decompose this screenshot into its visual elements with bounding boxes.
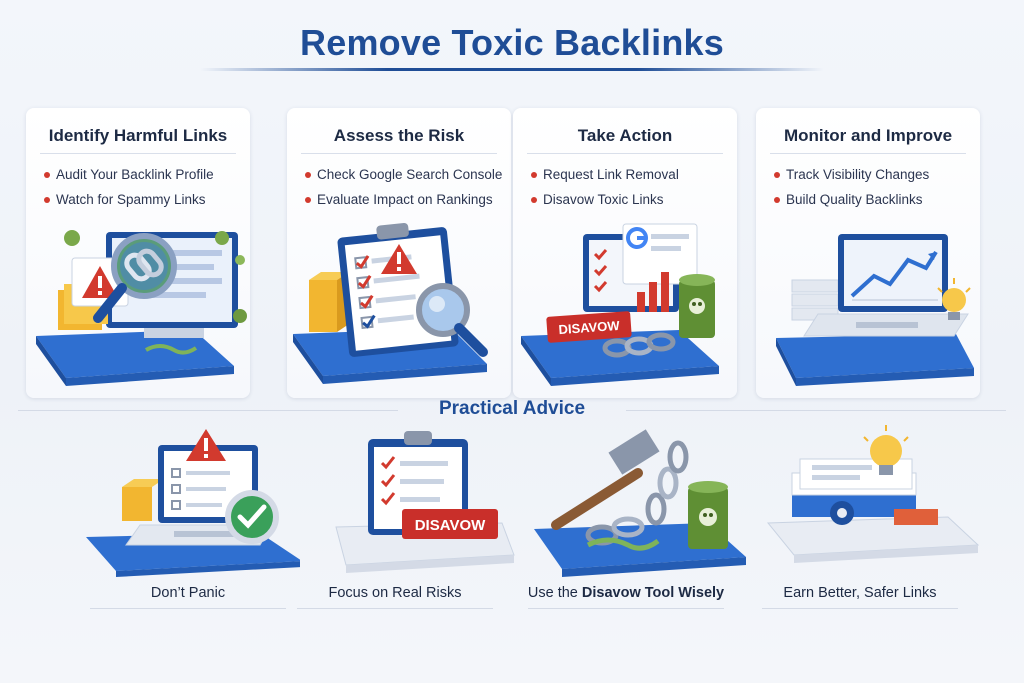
broken-chain-icon bbox=[602, 332, 676, 358]
bullet-text: Evaluate Impact on Rankings bbox=[317, 192, 493, 207]
google-logo-icon bbox=[622, 223, 698, 285]
step-card-monitor: Monitor and Improve Track Visibility Cha… bbox=[756, 108, 980, 398]
bullet-item: Track Visibility Changes bbox=[772, 162, 974, 187]
bullet-item: Build Quality Backlinks bbox=[772, 187, 974, 212]
virus-icon bbox=[64, 230, 247, 323]
warning-icon bbox=[186, 429, 226, 461]
bullet-item: Watch for Spammy Links bbox=[42, 187, 244, 212]
bullet-text: Check Google Search Console bbox=[317, 167, 503, 182]
section-divider-right bbox=[626, 410, 1006, 411]
bullet-item: Audit Your Backlink Profile bbox=[42, 162, 244, 187]
advice4-illustration bbox=[766, 425, 980, 563]
line-chart-icon bbox=[850, 250, 938, 301]
advice-underline bbox=[762, 608, 958, 609]
toxic-barrel-icon bbox=[679, 274, 715, 338]
broken-chain-icon bbox=[585, 440, 689, 546]
toxic-barrel-icon bbox=[688, 481, 728, 549]
bullet-dot bbox=[44, 197, 50, 203]
platform bbox=[36, 330, 234, 386]
disavow-badge: DISAVOW bbox=[546, 311, 632, 343]
bullet-text: Request Link Removal bbox=[543, 167, 679, 182]
divider bbox=[301, 153, 497, 154]
checkmark-icon bbox=[225, 490, 279, 544]
bar-chart-icon bbox=[637, 272, 669, 312]
svg-text:DISAVOW: DISAVOW bbox=[415, 517, 486, 534]
stack-icon bbox=[791, 279, 839, 321]
advice-underline bbox=[90, 608, 286, 609]
step2-illustration bbox=[293, 222, 488, 384]
step1-illustration bbox=[36, 230, 247, 386]
bullet-text: Watch for Spammy Links bbox=[56, 192, 206, 207]
bullet-item: Request Link Removal bbox=[529, 162, 731, 187]
magnifier-icon bbox=[416, 283, 488, 357]
bullet-list: Track Visibility Changes Build Quality B… bbox=[772, 162, 974, 212]
block-icon bbox=[894, 509, 938, 525]
bullet-item: Disavow Toxic Links bbox=[529, 187, 731, 212]
advice2-illustration: DISAVOW bbox=[335, 431, 515, 573]
bullet-dot bbox=[774, 172, 780, 178]
bullet-dot bbox=[531, 172, 537, 178]
advice-label: Use the Disavow Tool Wisely bbox=[514, 585, 738, 601]
bullet-list: Request Link Removal Disavow Toxic Links bbox=[529, 162, 731, 212]
disavow-badge: DISAVOW bbox=[402, 509, 498, 539]
step-title: Identify Harmful Links bbox=[48, 126, 228, 145]
advice-label: Focus on Real Risks bbox=[328, 585, 462, 601]
bullet-dot bbox=[774, 197, 780, 203]
step-card-identify: Identify Harmful Links Audit Your Backli… bbox=[26, 108, 250, 398]
bullet-list: Check Google Search Console Evaluate Imp… bbox=[303, 162, 505, 212]
lightbulb-icon bbox=[937, 278, 971, 320]
step-title: Assess the Risk bbox=[333, 126, 465, 145]
platform bbox=[766, 516, 980, 563]
step4-illustration bbox=[776, 234, 974, 386]
divider bbox=[40, 153, 236, 154]
advice1-illustration bbox=[86, 429, 300, 577]
hammer-icon bbox=[551, 429, 660, 530]
bullet-item: Evaluate Impact on Rankings bbox=[303, 187, 505, 212]
title-underline bbox=[200, 68, 824, 71]
step-title: Take Action bbox=[577, 126, 673, 145]
bullet-dot bbox=[44, 172, 50, 178]
gear-icon bbox=[830, 501, 854, 525]
bullet-item: Check Google Search Console bbox=[303, 162, 505, 187]
divider bbox=[527, 153, 723, 154]
step-card-action: Take Action Request Link Removal Disavow… bbox=[513, 108, 737, 398]
advice3-illustration bbox=[534, 429, 746, 577]
platform bbox=[776, 334, 974, 386]
bullet-text: Disavow Toxic Links bbox=[543, 192, 664, 207]
chain-link-icon bbox=[124, 248, 164, 282]
step3-illustration: DISAVOW bbox=[521, 223, 719, 386]
bullet-text: Audit Your Backlink Profile bbox=[56, 167, 214, 182]
svg-text:DISAVOW: DISAVOW bbox=[558, 318, 621, 337]
section-divider-left bbox=[18, 410, 398, 411]
step-title: Monitor and Improve bbox=[783, 126, 953, 145]
advice-underline bbox=[528, 608, 724, 609]
bullet-dot bbox=[531, 197, 537, 203]
advice-label-prefix: Use the bbox=[527, 585, 582, 601]
lightbulb-icon bbox=[863, 425, 909, 475]
divider bbox=[770, 153, 966, 154]
bullet-text: Build Quality Backlinks bbox=[786, 192, 923, 207]
page-title: Remove Toxic Backlinks bbox=[300, 22, 724, 63]
advice-label-bold: Disavow Tool Wisely bbox=[581, 585, 725, 601]
cube-icon bbox=[122, 479, 164, 521]
document-stack-icon bbox=[791, 458, 917, 517]
bullet-dot bbox=[305, 172, 311, 178]
section-title: Practical Advice bbox=[438, 398, 586, 419]
warning-icon bbox=[381, 244, 417, 274]
step-card-assess: Assess the Risk Check Google Search Cons… bbox=[287, 108, 511, 398]
advice-label: Earn Better, Safer Links bbox=[783, 585, 937, 601]
bullet-dot bbox=[305, 197, 311, 203]
laptop-icon bbox=[803, 234, 969, 337]
bullet-text: Track Visibility Changes bbox=[786, 167, 930, 182]
advice-underline bbox=[297, 608, 493, 609]
bullet-list: Audit Your Backlink Profile Watch for Sp… bbox=[42, 162, 244, 212]
advice-label: Don’t Panic bbox=[150, 585, 226, 601]
